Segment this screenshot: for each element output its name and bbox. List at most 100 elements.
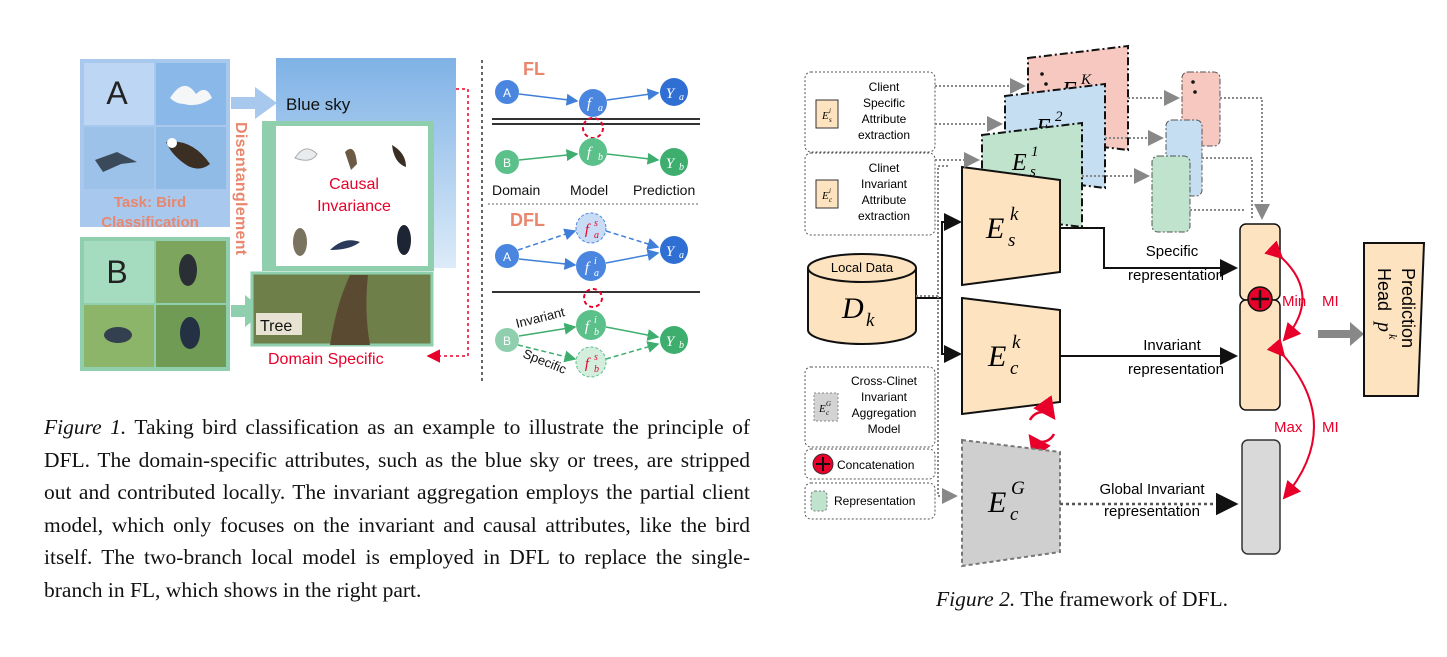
legend-ci-2: Invariant	[861, 177, 908, 191]
task-line-2: Classification	[101, 214, 199, 231]
dfl-node-ya	[660, 236, 688, 264]
legend-cs-1: Client	[869, 80, 900, 94]
dfl-fas-f: f	[585, 222, 591, 238]
dfl-node-fai	[576, 251, 606, 281]
sync-arrow-bottom	[1028, 433, 1056, 459]
dfl-fbi-sup: i	[594, 315, 597, 326]
panel-b-label: B	[106, 254, 127, 290]
swallow-shape	[95, 152, 137, 172]
max-mi-label: Max	[1274, 419, 1303, 436]
legend-cc-4: Model	[868, 422, 901, 436]
global-rep-2: representation	[1104, 503, 1200, 520]
ecg-sup: G	[1011, 478, 1025, 499]
legend-ecg-e: E	[818, 403, 826, 415]
local-data-label: Local Data	[831, 260, 894, 275]
fl-node-fa	[579, 89, 607, 117]
legend-client-specific-box	[804, 71, 936, 153]
dk-d: D	[841, 292, 864, 325]
dfl-edge-a-fas	[517, 228, 577, 251]
global-rep-bar	[1241, 439, 1281, 555]
panel-a-label-cell	[84, 63, 154, 125]
fl-node-yb	[660, 148, 688, 176]
fl-yb-y: Y	[666, 156, 676, 172]
causal-bird-4	[293, 228, 307, 256]
fl-share-icon	[582, 117, 604, 139]
dfl-title: DFL	[510, 210, 545, 230]
figure-2-caption-text: The framework of DFL.	[1015, 587, 1228, 611]
encoder-ecg	[961, 438, 1061, 568]
esk-e: E	[985, 212, 1004, 245]
causal-line-1: Causal	[329, 176, 379, 193]
specific-label: Specific	[521, 346, 569, 377]
local-data-cylinder-top	[807, 253, 917, 283]
causal-bird-2	[345, 148, 357, 170]
dfl-node-a	[495, 244, 519, 268]
panel-a-label: A	[106, 75, 128, 111]
legend-ec-sup: i	[829, 187, 831, 195]
legend-ci-1: Clinet	[869, 161, 900, 175]
legend-rep-icon	[810, 490, 828, 512]
ecg-sub: c	[1010, 504, 1019, 525]
invariant-rep-bar	[1239, 299, 1281, 411]
tree-label: Tree	[260, 318, 292, 335]
legend-es-icon	[815, 99, 839, 129]
fl-node-b	[495, 150, 519, 174]
esk-sup: k	[1010, 204, 1019, 225]
legend-ec-sub: c	[829, 196, 833, 204]
legend-ec-e: E	[821, 190, 829, 202]
dfl-fas-sup: s	[594, 218, 598, 229]
data-to-esk-arrow	[916, 213, 962, 299]
bird-b2-shape	[104, 327, 132, 343]
dfl-edge-a-fai	[518, 257, 577, 270]
global-rep-1: Global Invariant	[1099, 481, 1205, 498]
es2-sup: 2	[1055, 109, 1063, 125]
invariant-rep-2: representation	[1128, 361, 1224, 378]
legend-concat-box	[804, 448, 936, 480]
figure-2-caption-label: Figure 2.	[936, 587, 1016, 611]
domain-label: Domain	[492, 182, 540, 198]
legend-concat-plus	[816, 457, 830, 471]
dfl-fai-sup: i	[594, 256, 597, 267]
prediction-head-p: p	[1373, 320, 1395, 332]
dfl-node-fbi	[576, 310, 606, 340]
es-dot-2	[1044, 82, 1048, 86]
eagle-shape	[166, 141, 210, 169]
figure-2: E s i Client Specific Attribute extracti…	[804, 44, 1426, 568]
fl-node-a-label: A	[503, 86, 511, 100]
specific-rep-2: representation	[1128, 267, 1224, 284]
dfl-edge-b-fbi	[518, 322, 577, 337]
fl-edge-a-fa	[518, 93, 579, 106]
fl-fb-f: f	[587, 145, 593, 161]
max-mi-label-2: MI	[1322, 419, 1339, 436]
min-mi-label: Min	[1282, 293, 1306, 310]
figure-1-caption-label: Figure 1.	[44, 415, 127, 439]
fl-ya-y: Y	[666, 86, 676, 102]
legend-cs-2: Specific	[863, 96, 905, 110]
figure-1-caption-text: Taking bird classification as an example…	[44, 415, 750, 602]
dfl-ya-sub: a	[679, 250, 684, 261]
fl-node-ya	[660, 78, 688, 106]
legend-ec-icon	[815, 179, 839, 209]
legend-client-invariant-box	[804, 152, 936, 236]
dfl-node-b-label: B	[503, 334, 511, 348]
causal-bird-6	[397, 225, 411, 255]
ecg-e: E	[987, 486, 1006, 519]
causal-bird-3	[392, 145, 406, 167]
legend-ci-3: Attribute	[862, 193, 907, 207]
dk-sub: k	[866, 310, 875, 331]
legend-rep-box	[804, 482, 936, 520]
prediction-head-line-2: Head	[1374, 268, 1394, 311]
dfl-edge-b-fbs	[517, 344, 577, 363]
prediction-head	[1363, 242, 1426, 397]
legend-cc-2: Invariant	[861, 390, 908, 404]
legend-ecg-sub: c	[826, 409, 830, 417]
panel-b-label-cell	[84, 241, 154, 303]
rep-dot-1	[1191, 80, 1195, 84]
es1-sub: s	[1030, 164, 1036, 180]
encoder-eck	[961, 296, 1061, 416]
bird-b1-shape	[179, 254, 197, 286]
bird-b3-shape	[180, 317, 200, 349]
to-head-arrow	[1318, 322, 1364, 346]
legend-ci-4: extraction	[858, 209, 910, 223]
